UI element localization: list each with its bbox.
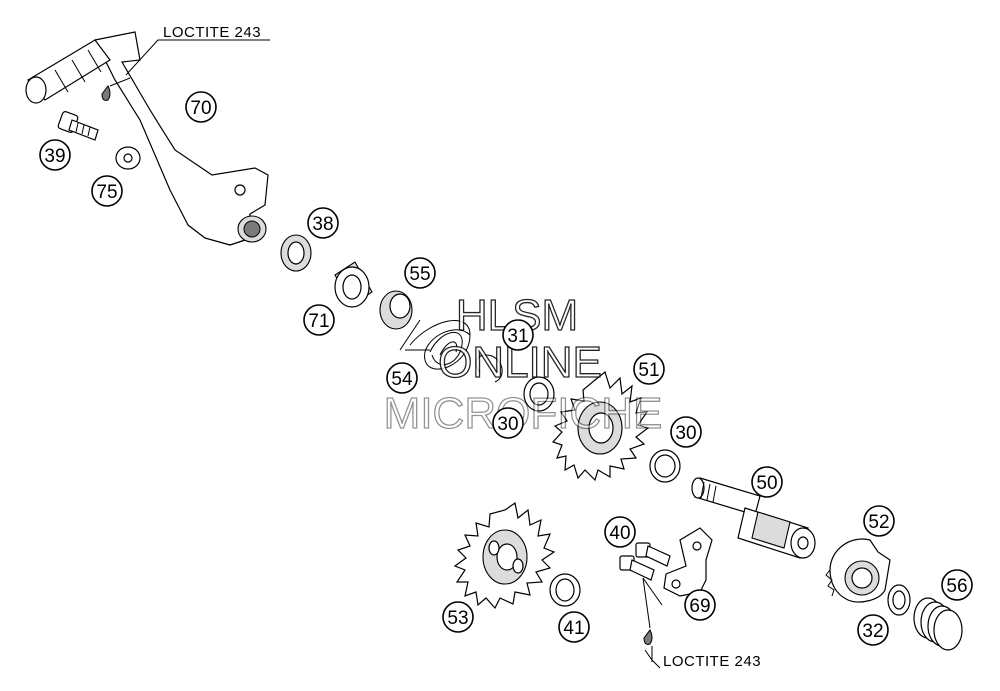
washer-41 [549,573,581,607]
screws-40 [619,542,671,581]
callout-41: 41 [558,611,590,643]
svg-text:54: 54 [391,369,413,390]
callout-51: 51 [633,353,665,385]
washer-75 [115,146,141,170]
callout-39: 39 [39,139,71,171]
callout-52: 52 [863,505,895,537]
seal-38 [280,234,312,272]
kick-starter-lever [25,31,269,246]
watermark: HLSM ONLINE MICROFICHE [383,290,663,438]
svg-text:53: 53 [447,608,468,629]
svg-text:52: 52 [868,512,889,533]
callout-75: 75 [91,175,123,207]
washer-30-upper [523,376,555,412]
svg-text:56: 56 [946,576,967,597]
spacer-55 [379,290,413,330]
spring-56 [913,597,963,651]
callout-56: 56 [941,569,973,601]
callout-71: 71 [303,304,335,336]
svg-text:75: 75 [96,182,117,203]
ratchet-52 [825,538,891,603]
washer-32 [887,584,911,616]
loctite-drop-icon [101,85,111,101]
gear-51 [551,370,650,482]
circlip-31 [475,354,503,383]
bolt-39 [57,111,99,141]
gear-53 [453,501,556,610]
callout-53: 53 [442,601,474,633]
svg-text:55: 55 [409,264,430,285]
callout-30-lower: 30 [670,416,702,448]
callout-30-upper: 30 [492,407,524,439]
svg-text:31: 31 [507,326,528,347]
callout-70: 70 [185,91,217,123]
loctite-note-bottom: LOCTITE 243 [663,653,761,670]
svg-text:32: 32 [862,621,883,642]
svg-text:30: 30 [675,423,696,444]
callout-31: 31 [502,319,534,351]
washer-30-lower [649,449,681,483]
svg-text:30: 30 [497,414,518,435]
svg-text:71: 71 [308,311,329,332]
callout-69: 69 [684,589,716,621]
loctite-drop-icon [643,629,653,645]
svg-text:41: 41 [563,618,584,639]
callout-54: 54 [386,362,418,394]
svg-text:70: 70 [190,98,211,119]
kick-shaft-50 [691,477,816,559]
callout-40: 40 [604,516,636,548]
callout-50: 50 [751,466,783,498]
watermark-line3: MICROFICHE [384,389,663,438]
leader-lines [109,39,663,669]
svg-text:40: 40 [609,523,630,544]
svg-text:50: 50 [756,473,777,494]
spring-54 [405,320,471,370]
callout-55: 55 [404,257,436,289]
guide-plate-69 [663,527,713,597]
loctite-note-top: LOCTITE 243 [163,24,261,41]
svg-text:38: 38 [312,214,333,235]
svg-text:39: 39 [44,146,65,167]
svg-text:69: 69 [689,596,710,617]
svg-text:51: 51 [638,360,659,381]
callout-32: 32 [857,614,889,646]
bushing-71 [334,261,373,308]
callout-38: 38 [307,207,339,239]
